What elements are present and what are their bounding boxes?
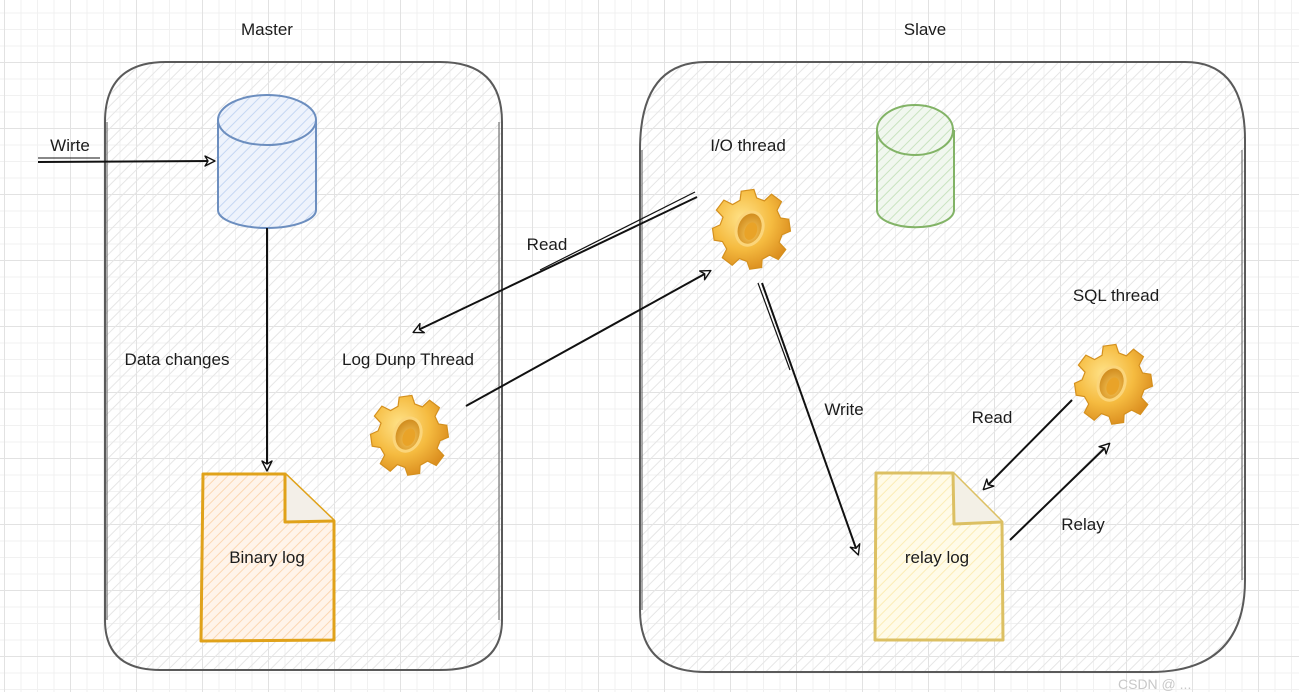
relay-log-document[interactable]: [873, 471, 1005, 642]
label-read-master: Read: [526, 235, 568, 254]
label-sql-thread: SQL thread: [1072, 286, 1160, 305]
slave-database-icon[interactable]: [876, 104, 955, 229]
slave-title: Slave: [903, 20, 947, 39]
label-relay: Relay: [1061, 515, 1105, 534]
master-database-icon[interactable]: [217, 94, 317, 229]
arrow-read-slave: [982, 399, 1073, 491]
label-read-slave: Read: [971, 408, 1013, 427]
label-binary-log: Binary log: [229, 548, 305, 567]
arrow-dump-to-io: [465, 269, 712, 407]
label-relay-log: relay log: [904, 548, 970, 567]
label-io-thread: I/O thread: [710, 136, 786, 155]
watermark: CSDN @ ...: [1118, 676, 1192, 692]
master-title: Master: [241, 20, 293, 39]
label-write-slave: Write: [824, 400, 864, 419]
arrow-read-master: [412, 196, 698, 334]
label-data-changes: Data changes: [124, 350, 230, 369]
arrow-write-slave: [761, 282, 861, 556]
arrow-write-in: [37, 155, 216, 167]
label-write-in: Wirte: [50, 136, 90, 155]
label-log-dump-thread: Log Dunp Thread: [341, 350, 475, 369]
slave-container: [639, 61, 1246, 673]
binary-log-document[interactable]: [199, 472, 336, 643]
arrow-relay: [1009, 442, 1111, 541]
